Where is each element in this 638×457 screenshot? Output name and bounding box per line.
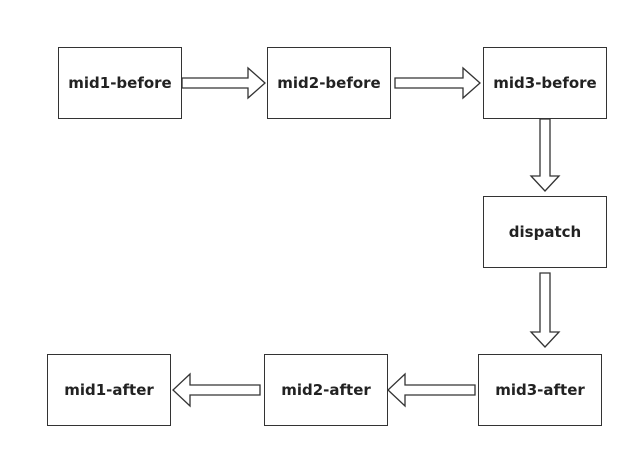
node-label: mid2-after — [281, 381, 371, 399]
node-label: mid1-after — [64, 381, 154, 399]
node-mid1-after: mid1-after — [47, 354, 171, 426]
edge-arrow-mid3-after-to-mid2-after — [387, 372, 476, 408]
node-label: mid3-after — [495, 381, 585, 399]
node-label: dispatch — [508, 223, 582, 241]
edge-arrow-mid2-before-to-mid3-before — [394, 66, 481, 100]
node-label: mid3-before — [493, 74, 597, 92]
node-mid3-after: mid3-after — [478, 354, 602, 426]
node-mid2-before: mid2-before — [267, 47, 391, 119]
node-mid3-before: mid3-before — [483, 47, 607, 119]
edge-arrow-dispatch-to-mid3-after — [529, 272, 561, 348]
edge-arrow-mid1-before-to-mid2-before — [181, 66, 266, 100]
node-mid1-before: mid1-before — [58, 47, 182, 119]
node-label: mid1-before — [68, 74, 172, 92]
node-label: mid2-before — [277, 74, 381, 92]
node-dispatch: dispatch — [483, 196, 607, 268]
edge-arrow-mid3-before-to-dispatch — [529, 118, 561, 192]
node-mid2-after: mid2-after — [264, 354, 388, 426]
edge-arrow-mid2-after-to-mid1-after — [172, 372, 261, 408]
